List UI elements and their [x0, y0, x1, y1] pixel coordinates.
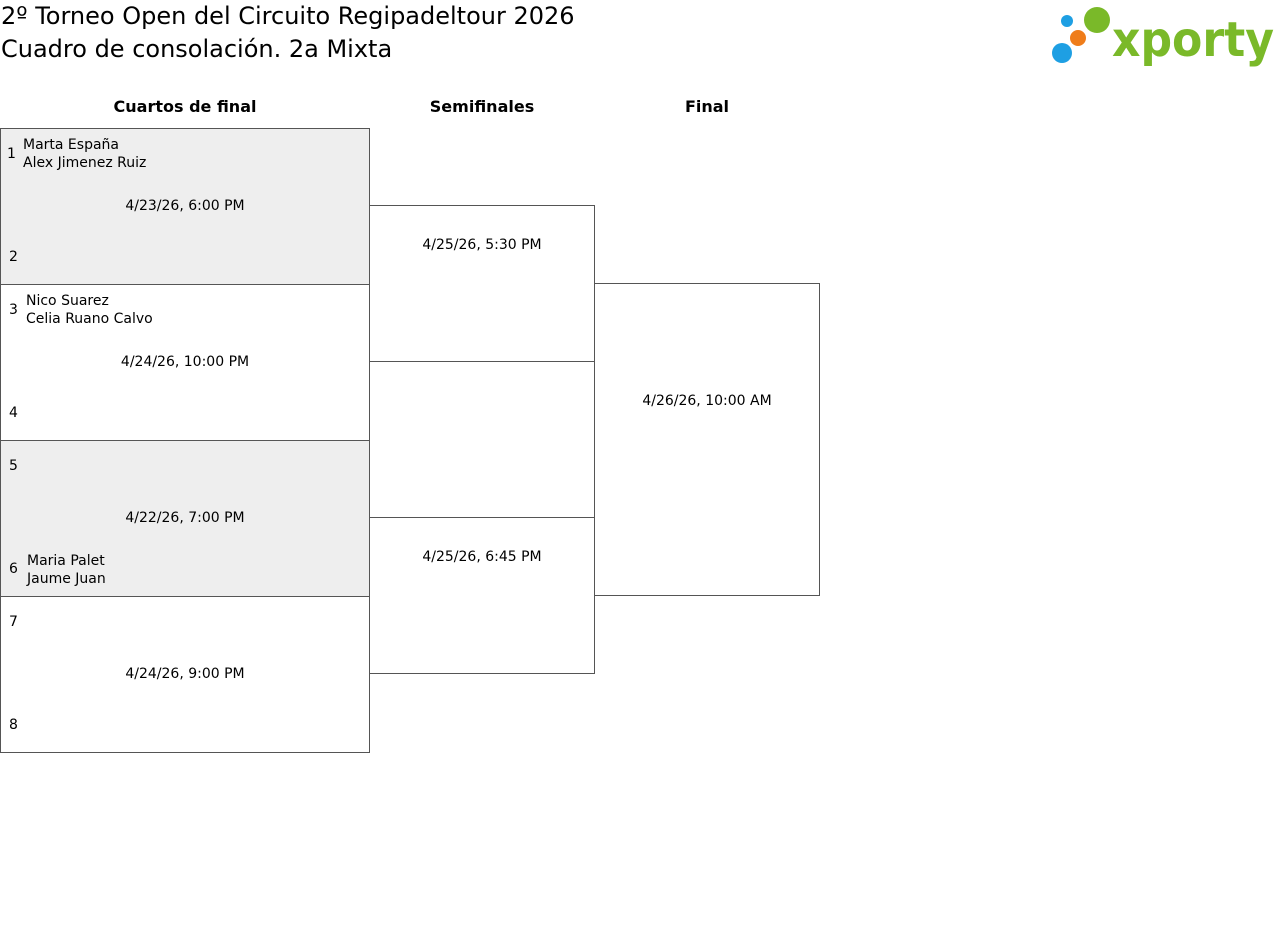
seed-number: 4	[9, 405, 18, 421]
match-date: 4/25/26, 5:30 PM	[422, 237, 542, 253]
match-date: 4/24/26, 10:00 PM	[120, 354, 250, 370]
match-date: 4/26/26, 10:00 AM	[642, 393, 772, 409]
seed-number: 5	[9, 458, 18, 474]
logo-dot-green	[1084, 7, 1110, 33]
player-name: Jaume Juan	[27, 571, 106, 587]
top-team: Nico Suarez Celia Ruano Calvo	[26, 292, 153, 328]
player-name: Nico Suarez	[26, 293, 109, 309]
player-name: Celia Ruano Calvo	[26, 311, 153, 327]
seed-number: 2	[9, 249, 18, 265]
round-header-final: Final	[684, 97, 730, 116]
player-name: Alex Jimenez Ruiz	[23, 155, 147, 171]
page-title: 2º Torneo Open del Circuito Regipadeltou…	[1, 2, 575, 30]
player-name: Maria Palet	[27, 553, 105, 569]
logo-wordmark: xporty	[1112, 12, 1274, 68]
final-match[interactable]: 4/26/26, 10:00 AM	[594, 283, 820, 596]
round-header-semifinals: Semifinales	[429, 97, 535, 116]
bottom-team: Maria Palet Jaume Juan	[27, 552, 106, 588]
xporty-logo: xporty	[1052, 7, 1274, 68]
match-date: 4/24/26, 9:00 PM	[125, 666, 245, 682]
quarterfinal-match-4[interactable]: 7 4/24/26, 9:00 PM 8	[0, 596, 370, 753]
seed-number: 3	[9, 302, 18, 318]
match-date: 4/22/26, 7:00 PM	[125, 510, 245, 526]
logo-dot-blue-large	[1052, 43, 1072, 63]
player-name: Marta España	[23, 137, 119, 153]
logo-dot-blue-small	[1061, 15, 1073, 27]
top-team: Marta España Alex Jimenez Ruiz	[23, 136, 146, 172]
page-subtitle: Cuadro de consolación. 2a Mixta	[1, 35, 393, 63]
logo-dot-orange	[1070, 30, 1086, 46]
seed-number: 7	[9, 614, 18, 630]
semifinal-match-1[interactable]: 4/25/26, 5:30 PM	[369, 205, 595, 362]
round-header-quarterfinals: Cuartos de final	[113, 97, 257, 116]
match-date: 4/23/26, 6:00 PM	[125, 198, 245, 214]
seed-number: 6	[9, 561, 18, 577]
quarterfinal-match-3[interactable]: 5 4/22/26, 7:00 PM 6 Maria Palet Jaume J…	[0, 440, 370, 597]
semifinal-match-2[interactable]: 4/25/26, 6:45 PM	[369, 517, 595, 674]
seed-number: 8	[9, 717, 18, 733]
quarterfinal-match-2[interactable]: 3 Nico Suarez Celia Ruano Calvo 4/24/26,…	[0, 284, 370, 441]
match-date: 4/25/26, 6:45 PM	[422, 549, 542, 565]
seed-number: 1	[7, 146, 16, 162]
quarterfinal-match-1[interactable]: 1 Marta España Alex Jimenez Ruiz 4/23/26…	[0, 128, 370, 285]
